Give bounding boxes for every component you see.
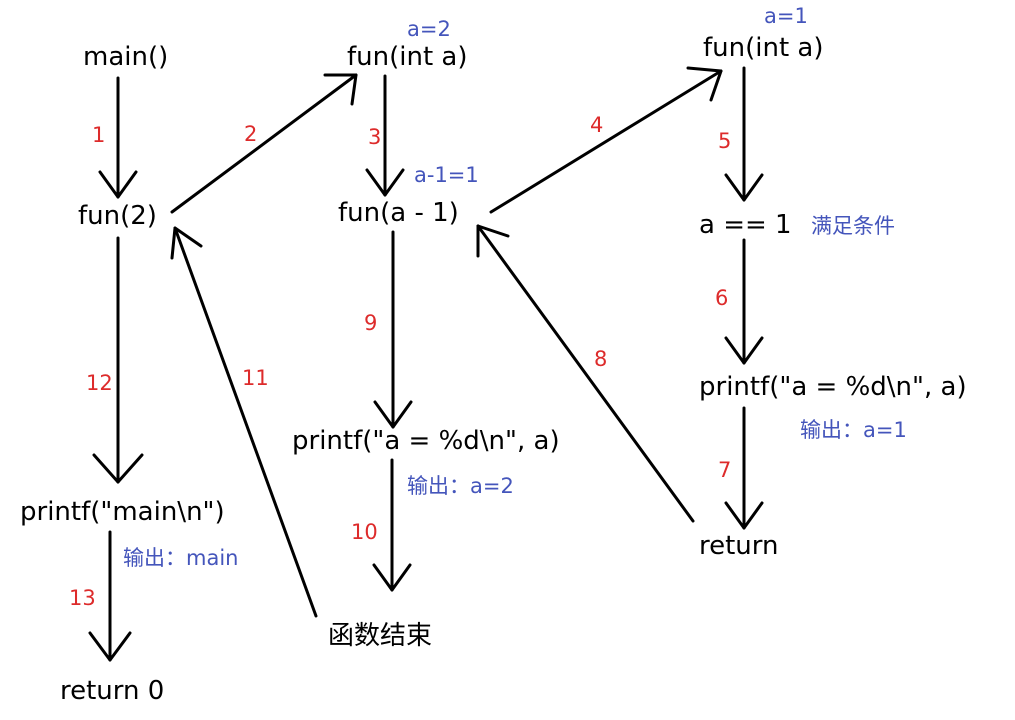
note-output-a2: 输出：a=2 [407,474,514,498]
step-number-4: 4 [590,113,604,137]
step-number-13: 13 [69,586,96,610]
step-number-10: 10 [351,520,378,544]
node-printf-main: printf("main\n") [20,497,225,527]
arrow-step-5 [724,66,764,202]
step-number-8: 8 [594,347,608,371]
node-return-0: return 0 [60,676,165,706]
node-function-end: 函数结束 [328,621,433,651]
note-output-a1: 输出：a=1 [800,418,907,442]
arrow-step-13 [88,530,132,662]
arrow-step-9 [373,230,413,429]
note-output-main: 输出：main [123,546,239,570]
node-printf-a-first: printf("a = %d\n", a) [292,426,560,456]
step-number-7: 7 [718,458,732,482]
node-fun-2: fun(2) [78,201,157,231]
step-number-6: 6 [715,286,729,310]
arrow-step-7 [724,406,764,530]
step-number-2: 2 [244,122,258,146]
arrow-step-10 [372,458,412,592]
step-number-9: 9 [364,311,378,335]
arrow-step-8 [476,224,695,523]
node-fun-int-a-second: fun(int a) [703,33,824,63]
step-number-1: 1 [92,123,106,147]
arrow-step-11 [170,226,318,618]
node-return: return [699,531,779,561]
arrow-step-1 [98,76,138,199]
node-fun-a-minus-1: fun(a - 1) [338,198,459,228]
node-fun-int-a-first: fun(int a) [347,42,468,72]
arrow-step-2 [170,73,358,214]
node-printf-a-second: printf("a = %d\n", a) [699,372,967,402]
arrow-step-12 [92,236,144,484]
arrow-step-6 [724,238,764,365]
step-number-3: 3 [368,125,382,149]
step-number-11: 11 [242,366,269,390]
node-a-equals-1: a == 1 [699,210,792,240]
step-number-12: 12 [86,371,113,395]
arrow-step-3 [365,74,405,197]
node-main: main() [83,42,169,72]
note-a-minus-1-equals-1: a-1=1 [414,163,479,187]
step-number-5: 5 [718,129,732,153]
note-a-equals-2: a=2 [407,17,451,41]
note-condition-met: 满足条件 [811,214,895,238]
arrow-step-4 [489,66,723,214]
note-a-equals-1: a=1 [764,4,808,28]
